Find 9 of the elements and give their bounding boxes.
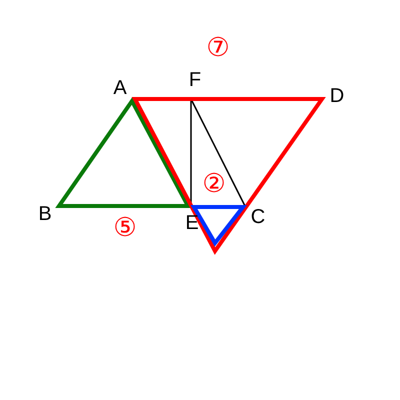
area-label: ⑤ bbox=[113, 215, 137, 241]
point-label: A bbox=[113, 78, 127, 98]
area-label: ② bbox=[202, 171, 226, 197]
point-label: C bbox=[250, 207, 266, 227]
area-label: ⑦ bbox=[206, 35, 230, 61]
point-label: B bbox=[38, 204, 52, 224]
point-label: F bbox=[188, 70, 202, 90]
point-label: E bbox=[185, 213, 199, 233]
point-label: D bbox=[330, 86, 344, 106]
